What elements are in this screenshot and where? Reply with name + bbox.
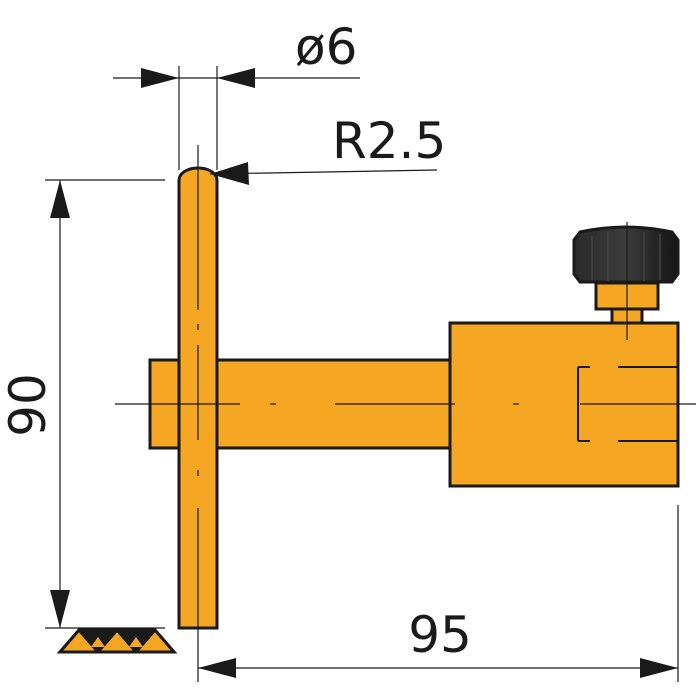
bore-hidden-lines (577, 366, 678, 442)
radius-label: R2.5 (332, 112, 446, 170)
dimension-height: 90 (0, 179, 165, 629)
dimension-width: 95 (197, 505, 679, 682)
knurled-knob (572, 225, 680, 284)
center-lines (115, 145, 696, 640)
height-label: 90 (0, 373, 57, 437)
surface-finish-triangles-icon (56, 627, 178, 654)
dimension-diameter: ø6 (113, 18, 360, 170)
diameter-label: ø6 (295, 18, 357, 76)
part-body (148, 166, 680, 630)
width-label: 95 (408, 606, 472, 664)
dimension-radius: R2.5 (209, 112, 446, 185)
